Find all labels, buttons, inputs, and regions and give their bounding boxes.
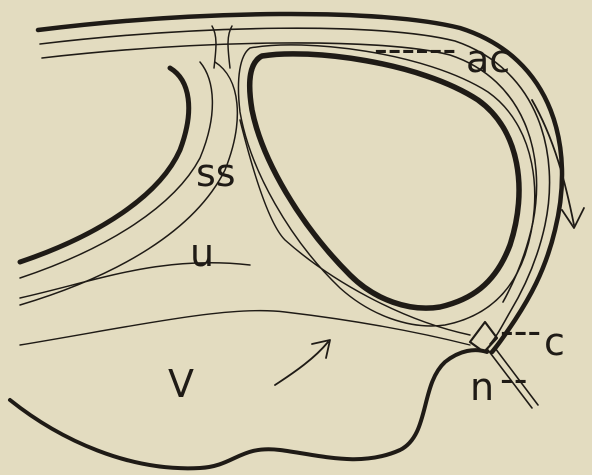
label-c: c bbox=[544, 320, 565, 364]
label-u: u bbox=[190, 231, 214, 275]
leader-c: --- bbox=[500, 309, 541, 353]
left-chamber-wall-thin bbox=[20, 62, 212, 278]
label-v: V bbox=[168, 362, 194, 406]
leader-ac: ------ bbox=[374, 27, 456, 71]
septum-lower-wall bbox=[240, 120, 470, 335]
septum-line-right bbox=[228, 26, 232, 68]
label-n: n bbox=[470, 365, 494, 409]
membrane-line bbox=[20, 311, 470, 345]
label-ss: ss bbox=[196, 151, 236, 195]
inner-cavity-thick bbox=[250, 54, 519, 308]
leader-n: -- bbox=[500, 357, 527, 401]
arrow-v-shaft bbox=[275, 342, 328, 385]
left-chamber-wall-thick bbox=[20, 68, 189, 262]
chamber-floor-line bbox=[20, 263, 250, 298]
canal-top-line bbox=[42, 43, 537, 302]
label-ac: ac bbox=[466, 37, 510, 81]
lower-chamber-outline bbox=[10, 350, 487, 468]
